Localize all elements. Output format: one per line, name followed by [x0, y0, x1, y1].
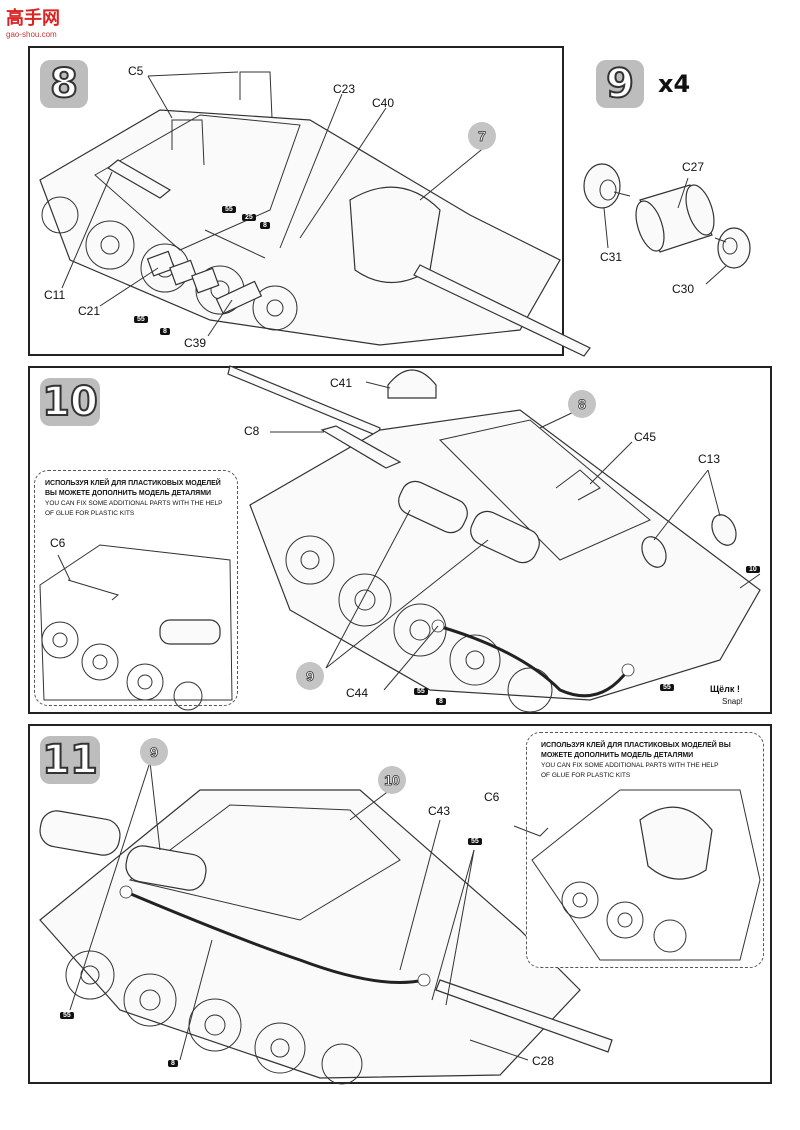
step-10-badge: 10 [40, 378, 100, 426]
step-11-ref-step-9: 9 [140, 738, 168, 766]
step-10-note-ru: ИСПОЛЬЗУЯ КЛЕЙ ДЛЯ ПЛАСТИКОВЫХ МОДЕЛЕЙ В… [45, 480, 221, 497]
step-10-light-c13 [711, 514, 737, 546]
step-10-note-en-line2: OF GLUE FOR PLASTIC KITS [45, 510, 135, 517]
step-11-label-c28: C28 [532, 1054, 555, 1068]
step-9-part-c27 [635, 184, 715, 253]
step-11-note-en-line2: OF GLUE FOR PLASTIC KITS [541, 772, 631, 779]
step-8-label-c21: C21 [78, 304, 101, 318]
step-10-label-c44: C44 [346, 686, 369, 700]
step-10-ref-step-8: 8 [568, 390, 596, 418]
step-11-badge: 11 [40, 736, 100, 784]
step-10-fuel-drums [398, 480, 540, 564]
step-10-glue-tag: 55 [414, 688, 428, 695]
step-11-fuel-drums [39, 810, 207, 891]
step-9-label-c30: C30 [672, 282, 695, 296]
step-8-rail-c11 [106, 159, 172, 199]
step-8-label-c40: C40 [372, 96, 395, 110]
step-8-badge: 8 [40, 60, 88, 108]
step-9-part-c30 [717, 227, 751, 269]
step-9-part-c31 [583, 163, 621, 209]
step-11-road-wheels [65, 950, 363, 1085]
step-10-label-c41: C41 [330, 376, 353, 390]
step-9-label-c31: C31 [600, 250, 623, 264]
step-10-label-c13: C13 [698, 452, 721, 466]
step-11-ref-step-10: 10 [378, 766, 406, 794]
step-8-glue-tag: 25 [242, 214, 256, 221]
step-8-label-c5: C5 [128, 64, 144, 78]
step-8-gun-barrel [413, 264, 591, 357]
step-8-label-c11: C11 [44, 288, 66, 302]
step-10-road-wheels [285, 535, 553, 713]
step-11-note-ru: ИСПОЛЬЗУЯ КЛЕЙ ДЛЯ ПЛАСТИКОВЫХ МОДЕЛЕЙ В… [541, 742, 731, 759]
step-10-snap-en: Snap! [722, 697, 743, 706]
step-8-glue-tag: 55 [222, 206, 236, 213]
step-10-light-c13 [641, 536, 667, 568]
step-11-note-en-line1: YOU CAN FIX SOME ADDITIONAL PARTS WITH T… [541, 762, 719, 769]
step-8-exhaust-boxes-c21 [146, 250, 220, 294]
step-11-gun-barrel [435, 979, 613, 1053]
step-11-label-c43: C43 [428, 804, 451, 818]
step-10-label-c45: C45 [634, 430, 657, 444]
step-8-mantlet [349, 186, 441, 284]
step-11-glue-tag: 55 [60, 1012, 74, 1019]
watermark-brand: 高手网 [6, 8, 60, 29]
step-8-label-c23: C23 [333, 82, 356, 96]
step-10-hatch-c41 [387, 369, 437, 399]
step-8-label-c39: C39 [184, 336, 207, 350]
step-11-glue-tag: 8 [168, 1060, 178, 1067]
watermark-logo: 高手网 gao-shou.com [6, 4, 60, 39]
step-8-glue-tag: 55 [134, 316, 148, 323]
step-10-ref-step-9: 9 [296, 662, 324, 690]
step-11-glue-tag: 55 [468, 838, 482, 845]
step-9-badge: 9 [596, 60, 644, 108]
step-9-multiplier: x4 [658, 70, 691, 98]
watermark-url: gao-shou.com [6, 30, 57, 39]
step-10-glue-tag: 8 [436, 698, 446, 705]
step-11-note-label-c6: C6 [484, 790, 500, 804]
step-9-label-c27: C27 [682, 160, 705, 174]
step-10-tow-cable-c44 [437, 624, 630, 698]
step-8-glue-tag: 8 [160, 328, 170, 335]
step-8-ref-step-7: 7 [468, 122, 496, 150]
step-10-note-en-line1: YOU CAN FIX SOME ADDITIONAL PARTS WITH T… [45, 500, 223, 507]
step-11-tow-cable-c43 [125, 890, 425, 984]
step-10-glue-tag: 10 [746, 566, 760, 573]
step-10-snap-ru: Щёлк ! [710, 684, 740, 694]
step-8-hull [39, 109, 561, 346]
step-8-glue-tag: 8 [260, 222, 270, 229]
step-10-label-c8: C8 [244, 424, 260, 438]
step-10-glue-tag: 55 [660, 684, 674, 691]
step-10-note-label-c6: C6 [50, 536, 66, 550]
step-10-rail-c8 [320, 425, 402, 469]
